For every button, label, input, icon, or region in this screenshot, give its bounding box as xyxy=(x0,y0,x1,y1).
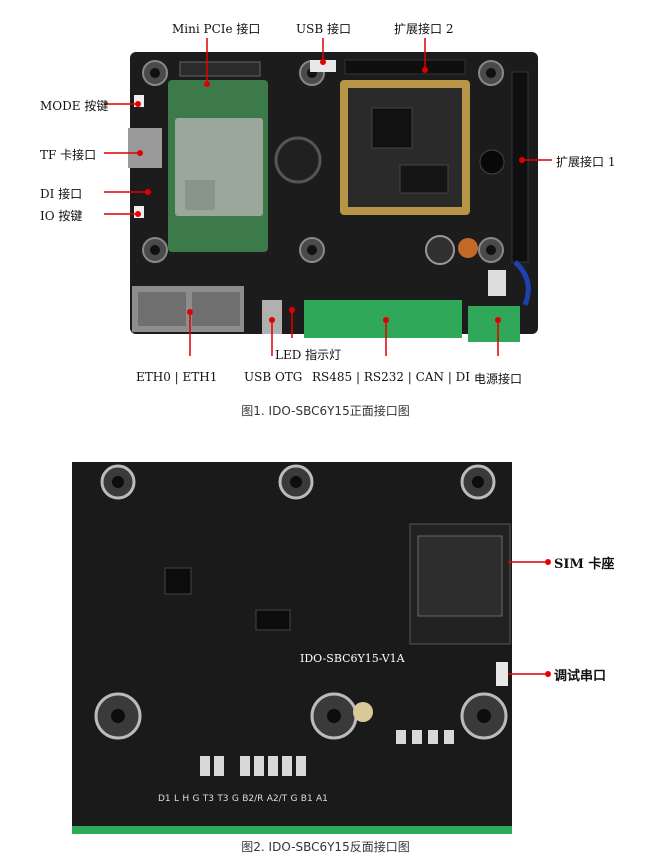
label-eth: ETH0 | ETH1 xyxy=(136,370,218,384)
label-usb: USB 接口 xyxy=(296,22,351,36)
label-di: DI 接口 xyxy=(40,187,83,201)
label-ext2: 扩展接口 2 xyxy=(394,22,454,36)
pin-label: D1 xyxy=(158,794,171,804)
pin-label: A2/T xyxy=(266,794,288,804)
pin-label: T3 xyxy=(202,794,214,804)
figure-front: Mini PCIe 接口 USB 接口 扩展接口 2 MODE 按键 TF 卡接… xyxy=(40,22,616,418)
pin-label: T3 xyxy=(217,794,229,804)
figure-back: IDO-SBC6Y15-V1A D1 L H G T3 T3 G B2/R A2… xyxy=(0,440,651,856)
caption-figure2: 图2. IDO-SBC6Y15反面接口图 xyxy=(241,840,410,854)
board-silkscreen: IDO-SBC6Y15-V1A xyxy=(300,652,405,665)
pin-label: G xyxy=(290,794,298,804)
pin-label: B2/R xyxy=(242,794,264,804)
pin-label: H xyxy=(182,794,190,804)
pin-label: A1 xyxy=(316,794,328,804)
label-usb-otg: USB OTG xyxy=(244,370,303,384)
label-rs485: RS485 | RS232 | CAN | DI xyxy=(312,370,471,384)
pin-label: G xyxy=(192,794,200,804)
label-io: IO 按键 xyxy=(40,209,83,223)
pin-label: L xyxy=(173,794,179,804)
label-mode: MODE 按键 xyxy=(40,99,109,113)
caption-figure1: 图1. IDO-SBC6Y15正面接口图 xyxy=(241,404,410,418)
label-ext1: 扩展接口 1 xyxy=(556,155,616,169)
pin-label: G xyxy=(231,794,239,804)
label-sim: SIM 卡座 xyxy=(554,557,615,572)
label-power: 电源接口 xyxy=(474,372,523,386)
board-front-photo xyxy=(104,38,552,356)
pin-label-row: D1 L H G T3 T3 G B2/R A2/T G B1 A1 xyxy=(158,794,328,804)
label-mini-pcie: Mini PCIe 接口 xyxy=(172,22,261,36)
label-debug: 调试串口 xyxy=(554,669,607,684)
label-led: LED 指示灯 xyxy=(275,348,342,362)
pin-label: B1 xyxy=(300,794,313,804)
label-tf: TF 卡接口 xyxy=(40,148,97,162)
board-back-photo xyxy=(72,462,551,834)
